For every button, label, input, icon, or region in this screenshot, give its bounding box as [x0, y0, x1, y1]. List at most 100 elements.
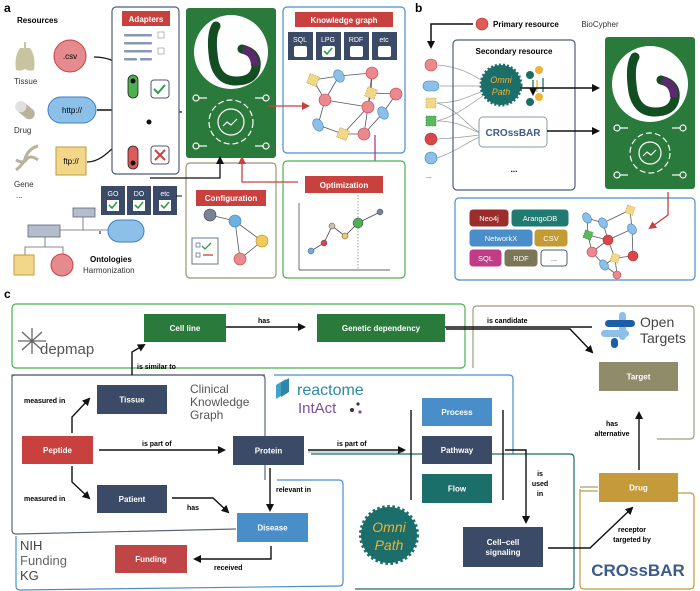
nih-line1: NIH [20, 538, 42, 553]
label-received: received [214, 565, 242, 572]
graph-edge [324, 99, 369, 108]
intact-logo-text: IntAct [298, 400, 337, 417]
node-label: Flow [448, 485, 467, 494]
chart-point [376, 208, 384, 216]
graph-node [377, 106, 389, 120]
kg-format-options: SQL LPG RDF etc [288, 32, 397, 60]
node-protein: Protein [233, 436, 304, 465]
chart-point [328, 222, 336, 230]
node-patient: Patient [97, 485, 167, 513]
edge-is-used-in [505, 449, 530, 524]
checkbox-icon [157, 31, 165, 39]
panel-c: c depmap Clinical Knowledge Graph reacto… [4, 287, 695, 591]
edge-receptor-targeted-by [548, 506, 634, 549]
graph-node [365, 66, 379, 80]
ontologies-subtitle: Harmonization [83, 266, 135, 275]
interaction-icon [526, 66, 544, 106]
source-ftp: ftp:// [63, 157, 79, 166]
opentargets-line2: Targets [640, 330, 686, 346]
nih-line2: Funding [20, 553, 67, 568]
ontology-tag-etc: etc [160, 191, 170, 198]
opentargets-logo: Open Targets [601, 312, 686, 348]
node-label: Drug [629, 484, 648, 493]
gear-icon [192, 94, 270, 150]
ontologies-title: Ontologies [90, 255, 132, 264]
node-label: Process [441, 408, 473, 417]
edge-is-candidate [446, 328, 594, 354]
panel-label-a: a [4, 1, 11, 15]
omnipath-badge: Omni Path [479, 63, 523, 107]
graph-node [364, 86, 378, 100]
kg-format-etc: etc [379, 37, 389, 44]
node-label: Protein [255, 447, 283, 456]
edge-labels: has is similar to is candidate measured … [24, 318, 651, 572]
node-pathway: Pathway [422, 436, 492, 464]
lungs-icon [15, 42, 35, 71]
label-is-used-in-2: used [532, 481, 548, 488]
label-measured-in-patient: measured in [24, 496, 65, 503]
depmap-logo: depmap [18, 328, 94, 358]
optimization-to-core-arrow [238, 156, 298, 183]
label-has-alternative-1: has [606, 421, 618, 428]
depmap-region [11, 303, 466, 369]
graph-node [599, 259, 609, 271]
primary-resource-icon [475, 17, 489, 31]
kg-network-graph [306, 66, 403, 141]
graph-node [586, 246, 598, 258]
kg-format-lpg: LPG [321, 37, 335, 44]
kg-title: Knowledge graph [310, 16, 377, 25]
secondary-resource-title: Secondary resource [476, 47, 553, 56]
graph-node [627, 223, 637, 235]
graph-node [612, 270, 622, 280]
biocypher-title: BioCypher [581, 20, 619, 29]
ontology-tag-go: GO [108, 191, 119, 198]
adapter-document-lines [124, 34, 152, 61]
depmap-logo-text: depmap [40, 341, 94, 358]
output-format-chip: CSV [534, 229, 568, 247]
ckg-logo-line1: Clinical [190, 382, 229, 396]
pill-icon [15, 101, 35, 120]
panel-b: b Primary resource BioCypher ... Seco [415, 1, 696, 281]
chart-point [352, 217, 364, 229]
resources-more: ... [16, 191, 23, 200]
node-label: Disease [257, 524, 288, 533]
node-label: signaling [485, 548, 520, 557]
node-disease: Disease [237, 513, 308, 542]
crossbar-region [579, 489, 695, 590]
node-flow: Flow [422, 474, 492, 503]
configuration-graph [191, 208, 269, 266]
resource-list-more: ... [426, 173, 432, 180]
graph-node [624, 204, 636, 216]
label-receptor-targeted-by-2: targeted by [613, 537, 651, 544]
edge-received [193, 546, 272, 563]
nih-region [15, 479, 344, 591]
graph-node [306, 73, 320, 87]
primary-resource-label: Primary resource [493, 20, 559, 29]
ckg-logo-line2: Knowledge [190, 395, 250, 409]
edge-measured-in-tissue [71, 397, 91, 433]
omnipath-text-2: Path [492, 87, 511, 97]
output-format-chip: ... [540, 249, 568, 267]
output-network-graph [582, 204, 639, 280]
ckg-logo: Clinical Knowledge Graph [190, 382, 250, 422]
kg-edges [71, 323, 643, 563]
opentargets-region [472, 305, 695, 440]
gear-icon [613, 124, 687, 179]
omnipath-text-1: Omni [490, 75, 513, 85]
chart-point [341, 232, 349, 240]
adapters-title-bg [122, 11, 170, 26]
node-genetic-dependency: Genetic dependency [317, 314, 445, 342]
reactome-region [274, 374, 514, 454]
graph-node [336, 127, 350, 141]
omnipath-logo-line1: Omni [372, 519, 406, 535]
nih-logo: NIH Funding KG [20, 538, 67, 583]
output-format-label: ArangoDB [523, 214, 558, 223]
output-format-chip: RDF [504, 249, 538, 267]
output-format-label: RDF [513, 254, 529, 263]
crossbar-label: CROssBAR [485, 128, 541, 139]
node-process: Process [422, 398, 492, 426]
node-label: Target [627, 373, 651, 382]
secondary-resource-more: ... [511, 165, 518, 174]
